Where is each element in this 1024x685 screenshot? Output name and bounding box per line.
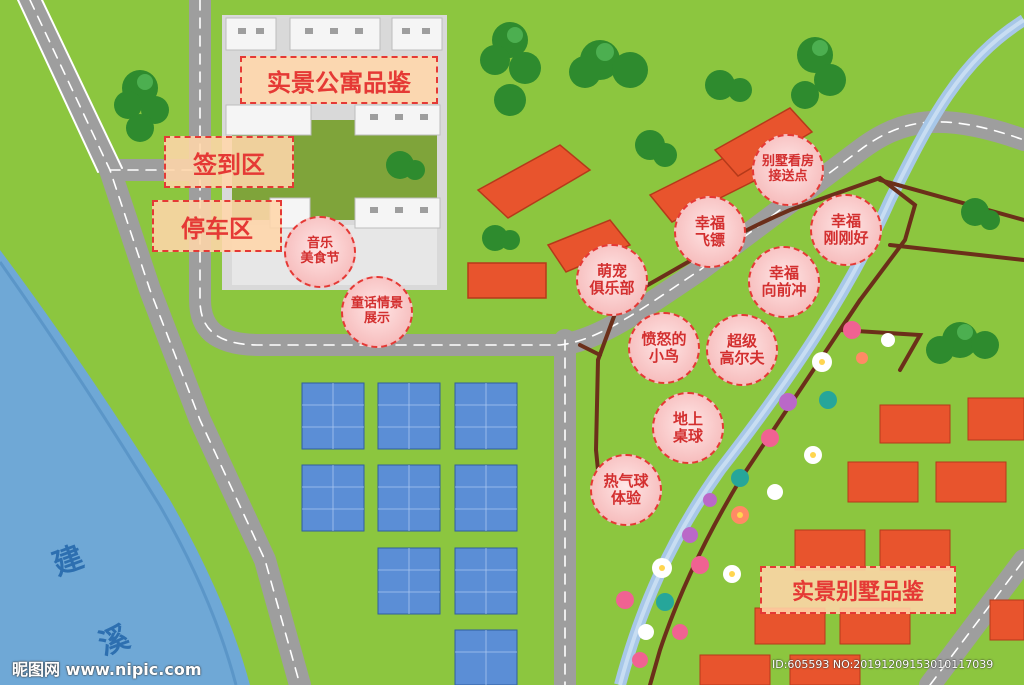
bubble-line: 桌球 (672, 427, 703, 445)
bubble-line: 美食节 (300, 251, 340, 266)
bubble-billiards[interactable]: 地上 桌球 (652, 392, 724, 464)
bubble-angry-birds[interactable]: 愤怒的 小鸟 (628, 312, 700, 384)
bubble-line: 向前冲 (761, 281, 807, 299)
trees (114, 22, 1000, 364)
bubble-fairy-tale[interactable]: 童话情景 展示 (341, 276, 413, 348)
bubble-music-food[interactable]: 音乐 美食节 (284, 216, 356, 288)
bubble-hot-air-balloon[interactable]: 热气球 体验 (590, 454, 662, 526)
bubble-line: 热气球 (603, 471, 649, 490)
bubble-line: 幸福 (768, 263, 799, 282)
watermark-site: 昵图网 www.nipic.com (12, 660, 202, 679)
bubble-line: 萌宠 (596, 261, 627, 280)
bubble-line: 接送点 (768, 169, 808, 184)
bubble-pet-club[interactable]: 萌宠 俱乐部 (576, 244, 648, 316)
apartment-buildings (225, 17, 443, 229)
flowers (616, 321, 895, 668)
label-parking[interactable]: 停车区 (152, 200, 282, 252)
villa-houses (699, 397, 1024, 685)
bubble-forward[interactable]: 幸福 向前冲 (748, 246, 820, 318)
label-apartment[interactable]: 实景公寓品鉴 (240, 56, 438, 104)
bubble-line: 愤怒的 (641, 329, 687, 348)
bubble-line: 童话情景 (350, 296, 403, 312)
bubble-line: 体验 (610, 489, 641, 507)
bubble-line: 俱乐部 (589, 279, 635, 297)
label-checkin[interactable]: 签到区 (164, 136, 294, 188)
bubble-golf[interactable]: 超级 高尔夫 (706, 314, 778, 386)
river (0, 250, 250, 685)
bubble-line: 地上 (672, 409, 703, 428)
bubble-line: 音乐 (306, 236, 333, 252)
bubble-line: 幸福 (830, 211, 861, 230)
bubble-villa-shuttle[interactable]: 别墅看房 接送点 (752, 134, 824, 206)
bubble-just-right[interactable]: 幸福 刚刚好 (810, 194, 882, 266)
bubble-line: 小鸟 (648, 347, 679, 365)
bubble-line: 别墅看房 (761, 154, 814, 170)
label-villa[interactable]: 实景别墅品鉴 (760, 566, 956, 614)
bubble-darts[interactable]: 幸福 飞镖 (674, 196, 746, 268)
bubble-line: 高尔夫 (719, 349, 765, 367)
bubble-line: 飞镖 (694, 231, 725, 249)
bubble-line: 超级 (726, 331, 757, 350)
bubble-line: 刚刚好 (823, 229, 869, 247)
bubble-line: 幸福 (694, 213, 725, 232)
watermark-id: ID:605593 NO:20191209153010117039 (772, 658, 994, 671)
bubble-line: 展示 (363, 311, 390, 326)
